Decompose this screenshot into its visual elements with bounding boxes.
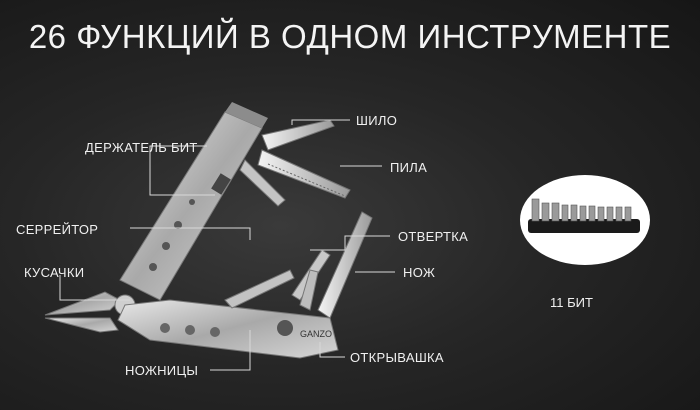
label-opener: ОТКРЫВАШКА bbox=[350, 350, 444, 365]
label-knife: НОЖ bbox=[403, 265, 436, 280]
label-scissors: НОЖНИЦЫ bbox=[125, 363, 199, 378]
label-screwdriver: ОТВЕРТКА bbox=[398, 229, 469, 244]
label-bit-holder: ДЕРЖАТЕЛЬ БИТ bbox=[85, 140, 198, 155]
label-serrator: СЕРРЕЙТОР bbox=[16, 222, 99, 237]
label-cutters: КУСАЧКИ bbox=[24, 265, 85, 280]
bits-icon bbox=[528, 198, 640, 233]
page-title: 26 ФУНКЦИЙ В ОДНОМ ИНСТРУМЕНТЕ bbox=[28, 18, 672, 55]
opener-tool bbox=[299, 269, 319, 311]
awl-tool bbox=[261, 119, 335, 151]
leader-lines bbox=[59, 119, 395, 371]
saw-tool bbox=[257, 149, 351, 199]
knife-blade bbox=[317, 211, 373, 319]
bits-set-image bbox=[520, 175, 650, 265]
brand-logo: GANZO bbox=[300, 329, 332, 339]
label-awl: ШИЛО bbox=[356, 113, 398, 128]
label-saw: ПИЛА bbox=[390, 160, 428, 175]
scissors-tool bbox=[224, 269, 295, 309]
upper-handle bbox=[119, 102, 268, 301]
lower-handle: GANZO bbox=[117, 299, 339, 359]
bits-caption: 11 БИТ bbox=[550, 295, 593, 310]
